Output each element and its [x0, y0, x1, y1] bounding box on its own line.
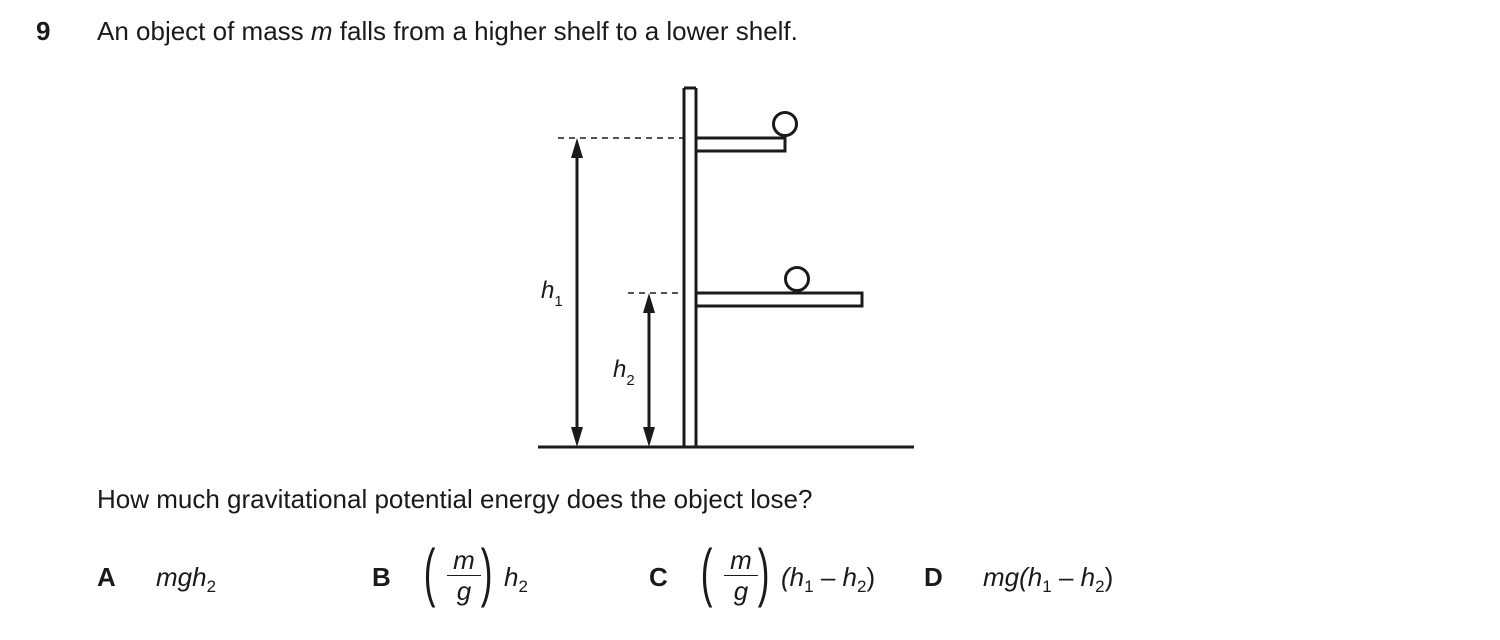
- h1-arrow-head-top: [571, 138, 583, 158]
- shelf-diagram-svg: h1 h2: [538, 86, 914, 449]
- option-d-prefix: mg(: [983, 562, 1028, 592]
- prompt-text: How much gravitational potential energy …: [97, 484, 813, 514]
- option-b-expression[interactable]: h2: [504, 562, 528, 597]
- option-b-open-paren: (: [423, 536, 436, 608]
- h2-label: h2: [613, 356, 635, 389]
- option-b-numerator: m: [453, 545, 475, 575]
- option-c-h2-sub: 2: [857, 577, 867, 597]
- option-c-fraction: m g: [724, 545, 758, 606]
- h1-label: h1: [541, 277, 563, 310]
- option-c-h1-sub: 1: [804, 577, 814, 597]
- question-text-after: falls from a higher shelf to a lower she…: [332, 16, 798, 46]
- lower-shelf: [696, 291, 864, 308]
- h2-arrow-head-bottom: [643, 427, 655, 447]
- option-b-fraction: m g: [447, 545, 481, 606]
- h2-label-sub: 2: [626, 372, 634, 389]
- option-c-h1: h: [789, 562, 805, 592]
- option-c-close: ): [866, 562, 876, 592]
- option-c-open-paren: (: [700, 536, 713, 608]
- option-a-sub: 2: [206, 577, 217, 597]
- option-c-expression[interactable]: (h1 – h2): [781, 562, 875, 597]
- h2-arrow-head-top: [643, 293, 655, 313]
- option-b-letter[interactable]: B: [372, 562, 391, 592]
- option-b-close-paren: ): [480, 536, 493, 608]
- option-c-numerator: m: [730, 545, 752, 575]
- option-d-letter[interactable]: D: [924, 562, 943, 592]
- option-c-denominator: g: [724, 575, 758, 606]
- option-c-open: (: [781, 562, 790, 592]
- mass-symbol: m: [310, 16, 333, 46]
- option-a-expression[interactable]: mgh2: [156, 562, 216, 597]
- option-d-close: ): [1104, 562, 1114, 592]
- h1-label-sub: 1: [554, 293, 562, 310]
- option-d-minus: –: [1051, 562, 1081, 592]
- option-d-h2: h: [1080, 562, 1096, 592]
- option-d-h2-sub: 2: [1095, 577, 1105, 597]
- option-a-letter[interactable]: A: [97, 562, 116, 592]
- question-text: An object of mass m falls from a higher …: [97, 16, 798, 47]
- option-c-letter[interactable]: C: [649, 562, 668, 592]
- upper-shelf: [696, 136, 787, 153]
- option-a-expr: mgh: [156, 562, 207, 592]
- option-b-rest: h: [504, 562, 519, 592]
- h1-label-letter: h: [541, 277, 554, 304]
- option-c-h2: h: [842, 562, 857, 592]
- question-text-before: An object of mass: [97, 16, 311, 46]
- option-b-denominator: g: [447, 575, 481, 606]
- ball-lower: [784, 266, 810, 292]
- option-c-minus: –: [813, 562, 843, 592]
- option-c-close-paren: ): [757, 536, 770, 608]
- option-d-expression[interactable]: mg(h1 – h2): [983, 562, 1113, 597]
- question-number: 9: [36, 16, 51, 46]
- h2-label-letter: h: [613, 356, 626, 383]
- option-d-h1: h: [1027, 562, 1043, 592]
- ball-upper: [772, 111, 798, 137]
- option-b-rest-sub: 2: [518, 577, 528, 597]
- h1-arrow-head-bottom: [571, 427, 583, 447]
- shelf-diagram: h1 h2: [520, 80, 940, 460]
- option-d-h1-sub: 1: [1042, 577, 1052, 597]
